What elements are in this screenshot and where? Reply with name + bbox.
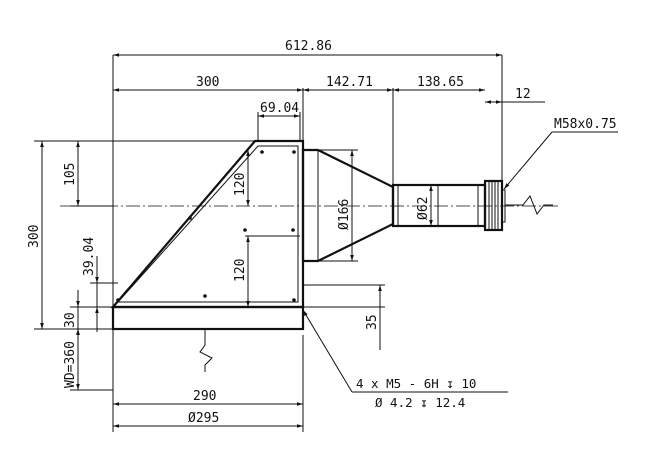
thread-callout: M58x0.75 <box>554 117 617 132</box>
dim-total-height: 300 <box>27 225 42 248</box>
prism-body <box>110 139 305 331</box>
dim-base-thickness: 30 <box>63 312 78 328</box>
dim-top-offset: 105 <box>63 163 78 186</box>
dim-field-diameter: Ø295 <box>188 411 219 426</box>
extension-lines <box>34 55 503 432</box>
dim-flange: 12 <box>515 87 531 102</box>
dim-window-offset: 69.04 <box>260 101 299 116</box>
barrel-section <box>391 183 487 228</box>
dim-side-offset: 39.04 <box>82 237 97 276</box>
dim-base-right: 35 <box>365 314 380 330</box>
dim-prism-width: 300 <box>196 75 219 90</box>
dim-barrel-diameter: Ø62 <box>416 197 431 220</box>
dim-upper-half: 120 <box>233 173 248 196</box>
dim-field-width: 290 <box>193 389 216 404</box>
break-line-vertical <box>199 330 213 372</box>
dim-overall-length: 612.86 <box>285 39 332 54</box>
hole-spec-line1: 4 x M5 - 6H ↧ 10 <box>356 376 476 391</box>
dim-cone-length: 142.71 <box>326 75 373 90</box>
flange-section <box>483 179 553 232</box>
dim-lower-half: 120 <box>233 259 248 282</box>
dim-cone-diameter: Ø166 <box>337 199 352 230</box>
dim-barrel-length: 138.65 <box>417 75 464 90</box>
dim-working-distance: WD=360 <box>63 341 78 388</box>
hole-spec-line2: Ø 4.2 ↧ 12.4 <box>375 395 465 410</box>
